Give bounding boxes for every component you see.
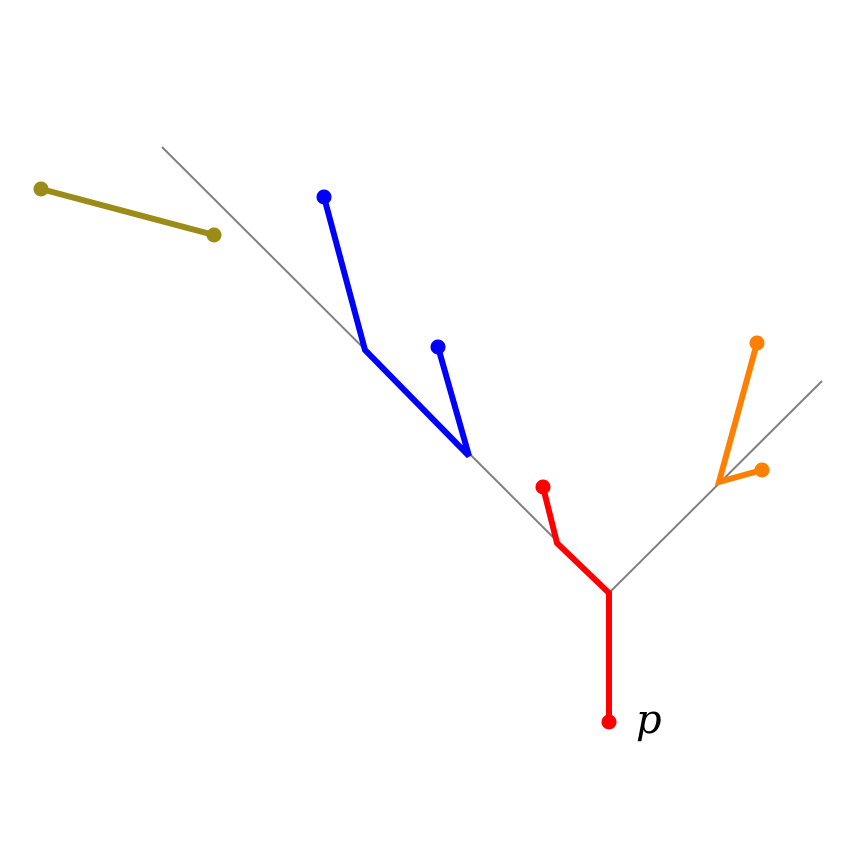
blue-path-line — [321, 194, 472, 459]
olive-endpoint-right — [206, 227, 222, 243]
point-p-marker — [601, 714, 617, 730]
blue-endpoint-inner — [430, 339, 446, 355]
orange-path — [714, 335, 770, 487]
olive-endpoint-left — [33, 181, 49, 197]
red-endpoint-top — [535, 479, 551, 495]
olive-segment-line — [38, 186, 217, 238]
red-path — [535, 479, 617, 730]
point-p-label: p — [636, 697, 662, 743]
guide-line-right — [608, 380, 823, 594]
blue-path — [316, 189, 472, 459]
orange-path-line — [714, 340, 765, 487]
orange-endpoint-right — [754, 462, 770, 478]
red-path-line — [540, 484, 612, 725]
blue-endpoint-top — [316, 189, 332, 205]
guide-lines — [161, 146, 823, 594]
orange-endpoint-top — [749, 335, 765, 351]
olive-segment — [33, 181, 222, 243]
